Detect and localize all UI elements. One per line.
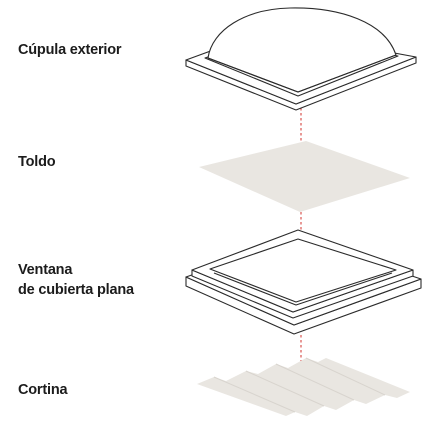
label-awning: Toldo bbox=[18, 154, 56, 170]
label-flat-roof-window: Ventana de cubierta plana bbox=[18, 260, 134, 300]
blind-fabric bbox=[197, 358, 410, 416]
window-opening-depth bbox=[213, 272, 393, 306]
label-blind: Cortina bbox=[18, 382, 68, 398]
dome-rim bbox=[207, 54, 397, 93]
window-opening bbox=[209, 238, 397, 303]
awning-fabric bbox=[199, 141, 410, 212]
label-window-line-2: de cubierta plana bbox=[18, 282, 134, 298]
label-window-line-1: Ventana bbox=[18, 262, 73, 278]
outer-dome bbox=[185, 7, 417, 111]
dome-shell bbox=[207, 7, 397, 93]
blind-pleats bbox=[213, 357, 386, 413]
flat-roof-window bbox=[185, 229, 422, 335]
label-outer-dome: Cúpula exterior bbox=[18, 42, 122, 58]
